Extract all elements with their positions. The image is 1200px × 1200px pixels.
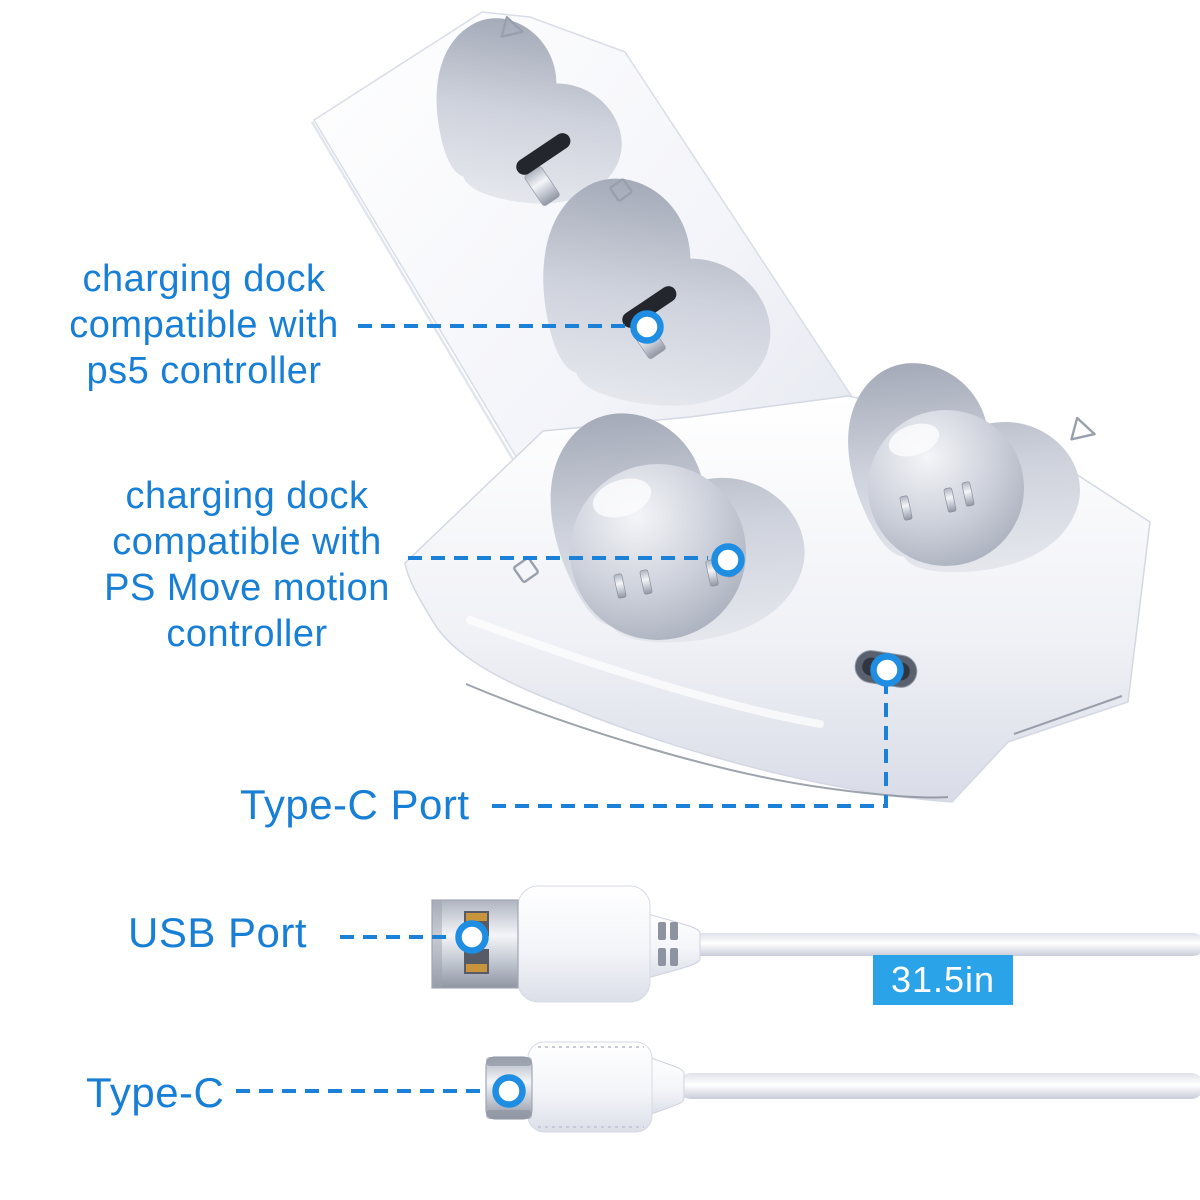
type-c-tip-edge-top — [486, 1057, 532, 1066]
callout-line-type-c-port — [492, 686, 888, 808]
square-symbol-icon — [609, 178, 633, 202]
usb-plug-body — [517, 885, 651, 1003]
type-c-tip-edge-bottom — [486, 1110, 532, 1119]
move-bowl-2-sphere — [868, 410, 1024, 566]
callout-marker-type-c-port — [870, 653, 904, 687]
dock-back-panel-edge — [310, 121, 526, 479]
triangle-symbol-icon — [1070, 416, 1096, 441]
move-bowl-1-highlight — [592, 478, 652, 518]
bowl-2-charge-pins — [899, 481, 975, 521]
dock-base-seam-right — [1013, 695, 1123, 735]
square-symbol-icon — [513, 557, 539, 583]
callout-marker-move — [711, 543, 745, 577]
move-bowl-2-highlight — [888, 423, 940, 457]
triangle-symbol-icon — [500, 16, 524, 38]
callout-lines — [236, 324, 888, 1093]
type-c-plug-body — [527, 1041, 653, 1133]
callout-label-ps5-dock: charging dock compatible with ps5 contro… — [69, 258, 339, 392]
callout-label-move-dock: charging dock compatible with PS Move mo… — [104, 475, 390, 655]
usb-plug-metal-tip-shade — [432, 900, 442, 988]
callout-marker-ps5 — [630, 310, 664, 344]
callout-label-usb-port: USB Port — [128, 909, 308, 956]
usb-strain-ribs — [658, 922, 678, 966]
ps5-controller-slot-2 — [543, 178, 771, 406]
dock-base-seam — [465, 683, 949, 799]
usb-cable — [686, 933, 1200, 956]
callout-markers — [455, 310, 904, 1108]
callout-label-type-c: Type-C — [86, 1069, 225, 1116]
type-c-cable — [678, 1073, 1200, 1099]
cable-length-badge: 31.5in — [873, 955, 1013, 1005]
usb-cable-assembly — [431, 885, 1200, 1003]
dock-base-fold-highlight — [466, 616, 824, 728]
ps5-controller-slot-1 — [436, 18, 622, 204]
callout-label-type-c-port: Type-C Port — [240, 781, 470, 828]
callout-marker-usb-port — [455, 920, 489, 954]
slot-1-charge-connector — [516, 133, 571, 206]
type-c-strain-relief — [645, 1055, 685, 1117]
type-c-cable-assembly — [485, 1041, 1200, 1133]
charging-dock — [310, 11, 1151, 803]
callout-marker-type-c — [492, 1074, 526, 1108]
